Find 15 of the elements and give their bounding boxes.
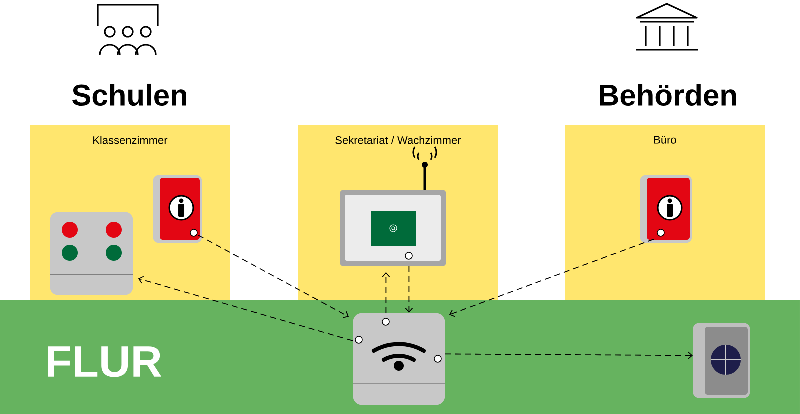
heading: Schulen [72,84,186,106]
arrow [198,234,349,318]
alarm-button [640,175,692,244]
arrow [138,276,354,342]
alarm-button [153,175,202,244]
control-panel [340,146,446,266]
arrow [382,272,390,314]
heading: Behörden [600,84,736,106]
signal-light-panel [50,212,134,296]
arrow [449,238,654,318]
signal-device [693,323,750,398]
arrow [405,266,414,313]
wifi-gateway [352,313,446,406]
room-area: Büro [565,125,766,300]
arrow [444,352,693,360]
